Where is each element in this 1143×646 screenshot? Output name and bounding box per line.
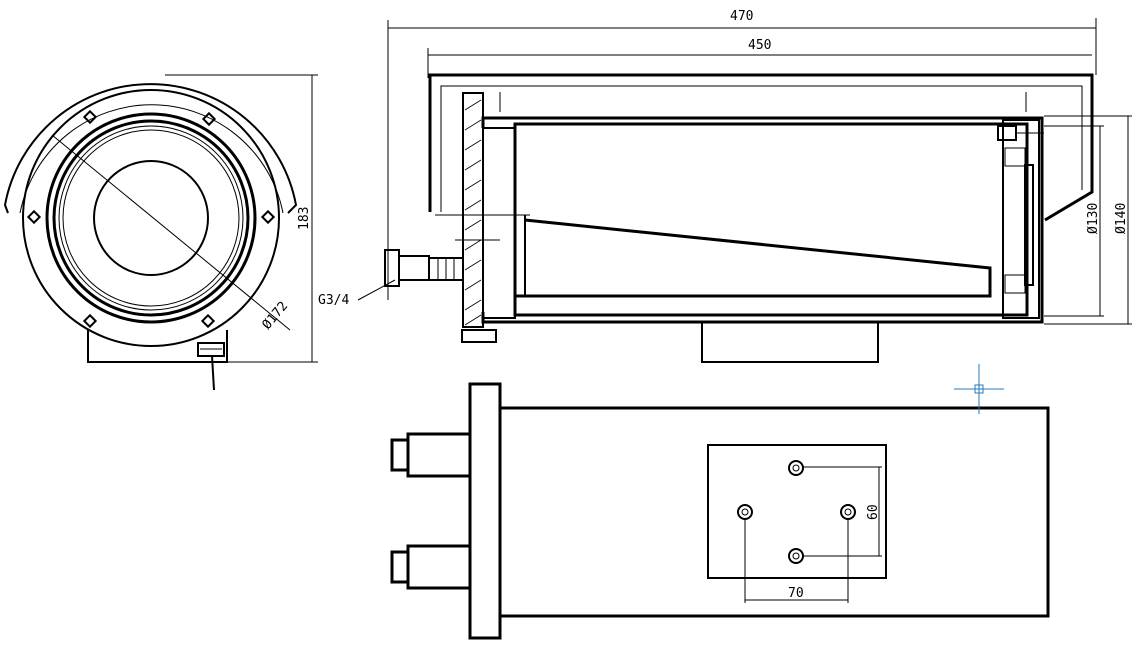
front-lens-window: [93, 160, 209, 276]
front-bolt-holes: [26, 109, 276, 329]
front-height-label: 183: [297, 207, 312, 230]
hole-spacing-horizontal-label: 70: [788, 586, 804, 601]
hole-spacing-vertical-label: 60: [866, 504, 881, 520]
front-flange-circle: [22, 89, 280, 347]
outer-diameter-label: Ø140: [1114, 203, 1129, 234]
side-housing-tube: [481, 116, 1044, 324]
bottom-gland-2: [406, 544, 472, 590]
side-mount-bracket: [701, 321, 879, 363]
body-length-label: 450: [748, 38, 771, 53]
front-view: Ø172 183: [3, 74, 318, 391]
front-bottom-mount: [87, 330, 228, 363]
mounting-holes: [737, 460, 856, 564]
side-view: 470 450: [318, 9, 1132, 363]
bottom-body: [498, 406, 1050, 618]
cad-cursor-icon: [954, 364, 1004, 414]
front-ring-outer: [45, 112, 257, 324]
bottom-view: 60 70: [390, 364, 1050, 640]
side-camera-body: [515, 218, 992, 298]
side-front-flange: [462, 92, 484, 328]
side-sunshield: [428, 73, 1094, 222]
mounting-plate: [707, 444, 887, 579]
thread-label: G3/4: [318, 293, 349, 308]
inner-diameter-label: Ø130: [1086, 203, 1101, 234]
bottom-gland-1: [406, 432, 472, 478]
overall-length-label: 470: [730, 9, 753, 24]
bottom-flange: [468, 382, 502, 640]
front-sunshield: [3, 83, 298, 214]
side-cable-gland: [384, 249, 464, 287]
side-rear-cap: [1002, 119, 1040, 319]
